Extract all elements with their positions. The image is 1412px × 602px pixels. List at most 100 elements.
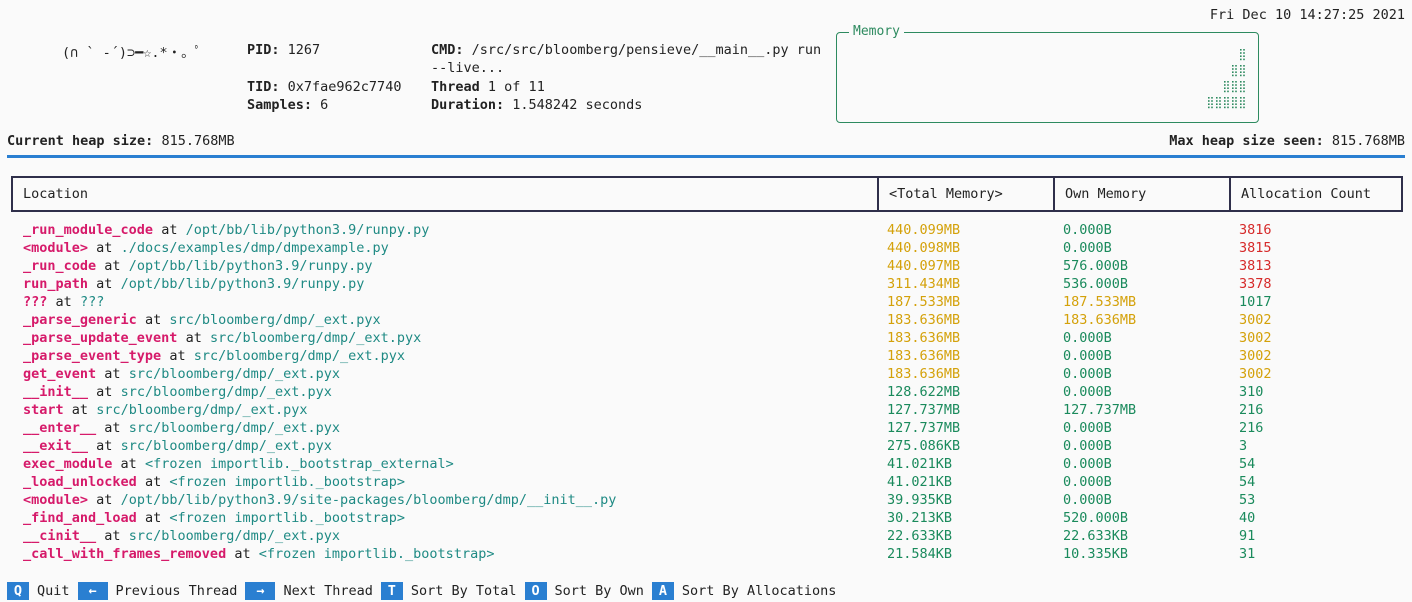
sparkline-dot xyxy=(1216,100,1218,102)
sparkline-dot xyxy=(1240,71,1242,73)
sparkline-dot xyxy=(1243,74,1245,77)
row-own-memory: 0.000B xyxy=(1063,420,1112,436)
table-row[interactable]: _call_with_frames_removed at <frozen imp… xyxy=(23,545,1403,563)
row-at: at xyxy=(71,402,89,418)
sparkline-dot xyxy=(1240,68,1242,70)
row-function: <module> xyxy=(23,492,89,508)
row-at: at xyxy=(96,240,113,256)
key-a-badge[interactable]: A xyxy=(651,582,674,600)
key-q-badge[interactable]: Q xyxy=(7,582,29,600)
thread-value: 1 of 11 xyxy=(487,79,545,95)
sparkline-dot xyxy=(1240,74,1242,77)
memory-panel-title: Memory xyxy=(849,24,904,39)
row-total-memory: 30.213KB xyxy=(887,510,953,526)
row-file: /opt/bb/lib/python3.9/site-packages/bloo… xyxy=(120,492,617,508)
sparkline-dot xyxy=(1235,87,1237,89)
row-total-memory: 187.533MB xyxy=(887,294,961,310)
table-row[interactable]: _load_unlocked at <frozen importlib._boo… xyxy=(23,473,1403,491)
thread-label: Thread xyxy=(431,79,480,95)
row-total-memory: 183.636MB xyxy=(887,366,961,382)
row-allocation-count: 40 xyxy=(1239,510,1256,526)
row-allocation-count: 1017 xyxy=(1239,294,1272,310)
sparkline-dot xyxy=(1232,87,1234,89)
memory-panel: Memory xyxy=(836,24,1259,123)
row-location: __cinit__ at src/bloomberg/dmp/_ext.pyx xyxy=(23,527,340,545)
key-o-badge[interactable]: O xyxy=(524,582,547,600)
row-function: _run_module_code xyxy=(23,222,154,238)
sparkline-dot xyxy=(1240,52,1242,54)
row-function: ??? xyxy=(23,294,48,310)
row-function: run_path xyxy=(23,276,89,292)
sparkline-dot xyxy=(1240,87,1242,89)
row-total-memory: 183.636MB xyxy=(887,312,961,328)
sparkline-dot xyxy=(1232,65,1234,67)
row-own-memory: 0.000B xyxy=(1063,240,1112,256)
column-header-location[interactable]: Location xyxy=(13,178,879,210)
table-row[interactable]: _parse_generic at src/bloomberg/dmp/_ext… xyxy=(23,311,1403,329)
table-row[interactable]: exec_module at <frozen importlib._bootst… xyxy=(23,455,1403,473)
current-heap-size: Current heap size: 815.768MB xyxy=(7,133,235,149)
column-header-own-memory[interactable]: Own Memory xyxy=(1055,178,1231,210)
row-at: at xyxy=(104,366,121,382)
max-heap-label: Max heap size seen: xyxy=(1169,133,1324,149)
row-file: <frozen importlib._bootstrap> xyxy=(258,546,495,562)
table-row[interactable]: _run_code at /opt/bb/lib/python3.9/runpy… xyxy=(23,257,1403,275)
key-label: Sort By Allocations xyxy=(681,583,837,599)
sparkline-dot xyxy=(1235,90,1237,93)
sparkline-dot xyxy=(1235,68,1237,70)
thread-field: Thread 1 of 11 xyxy=(431,78,545,96)
sparkline-dot xyxy=(1235,106,1237,109)
key-right-arrow-badge[interactable]: → xyxy=(245,582,276,600)
row-own-memory: 22.633KB xyxy=(1063,528,1129,544)
duration-field: Duration: 1.548242 seconds xyxy=(431,96,642,114)
row-allocation-count: 3002 xyxy=(1239,312,1272,328)
row-function: exec_module xyxy=(23,456,113,472)
cmd-continuation: --live... xyxy=(431,60,505,76)
sparkline-dot xyxy=(1243,90,1245,93)
sparkline-dot xyxy=(1232,81,1234,83)
table-row[interactable]: run_path at /opt/bb/lib/python3.9/runpy.… xyxy=(23,275,1403,293)
row-file: src/bloomberg/dmp/_ext.pyx xyxy=(128,528,341,544)
row-function: start xyxy=(23,402,64,418)
sparkline-dot xyxy=(1227,87,1229,89)
sparkline-dot xyxy=(1224,106,1226,109)
row-allocation-count: 3378 xyxy=(1239,276,1272,292)
sparkline-dot xyxy=(1208,103,1210,105)
column-header-allocation-count[interactable]: Allocation Count xyxy=(1241,186,1372,202)
row-file: <frozen importlib._bootstrap> xyxy=(169,474,406,490)
table-row[interactable]: _parse_event_type at src/bloomberg/dmp/_… xyxy=(23,347,1403,365)
row-total-memory: 440.098MB xyxy=(887,240,961,256)
table-row[interactable]: _find_and_load at <frozen importlib._boo… xyxy=(23,509,1403,527)
row-allocation-count: 216 xyxy=(1239,402,1264,418)
sparkline-dot xyxy=(1243,81,1245,83)
row-function: _find_and_load xyxy=(23,510,137,526)
sparkline-dot xyxy=(1235,65,1237,67)
table-row[interactable]: __cinit__ at src/bloomberg/dmp/_ext.pyx 2… xyxy=(23,527,1403,545)
sparkline-dot xyxy=(1235,84,1237,86)
table-row[interactable]: <module> at /opt/bb/lib/python3.9/site-p… xyxy=(23,491,1403,509)
row-file: src/bloomberg/dmp/_ext.pyx xyxy=(128,366,341,382)
column-header-total-memory[interactable]: <Total Memory> xyxy=(879,178,1055,210)
sparkline-dot xyxy=(1243,65,1245,67)
table-row[interactable]: <module> at ./docs/examples/dmp/dmpexamp… xyxy=(23,239,1403,257)
row-location: _parse_update_event at src/bloomberg/dmp… xyxy=(23,329,421,347)
sparkline-dot xyxy=(1224,103,1226,105)
max-heap-size: Max heap size seen: 815.768MB xyxy=(1169,133,1405,149)
row-total-memory: 41.021KB xyxy=(887,456,953,472)
row-own-memory: 0.000B xyxy=(1063,492,1112,508)
table-row[interactable]: _parse_update_event at src/bloomberg/dmp… xyxy=(23,329,1403,347)
row-file: src/bloomberg/dmp/_ext.pyx xyxy=(193,348,406,364)
sparkline-dot xyxy=(1243,84,1245,86)
key-left-arrow-badge[interactable]: ← xyxy=(77,582,108,600)
row-own-memory: 0.000B xyxy=(1063,438,1112,454)
table-row[interactable]: _run_module_code at /opt/bb/lib/python3.… xyxy=(23,221,1403,239)
sparkline-dot xyxy=(1208,106,1210,109)
sparkline-dot xyxy=(1243,52,1245,54)
key-t-badge[interactable]: T xyxy=(380,582,403,600)
